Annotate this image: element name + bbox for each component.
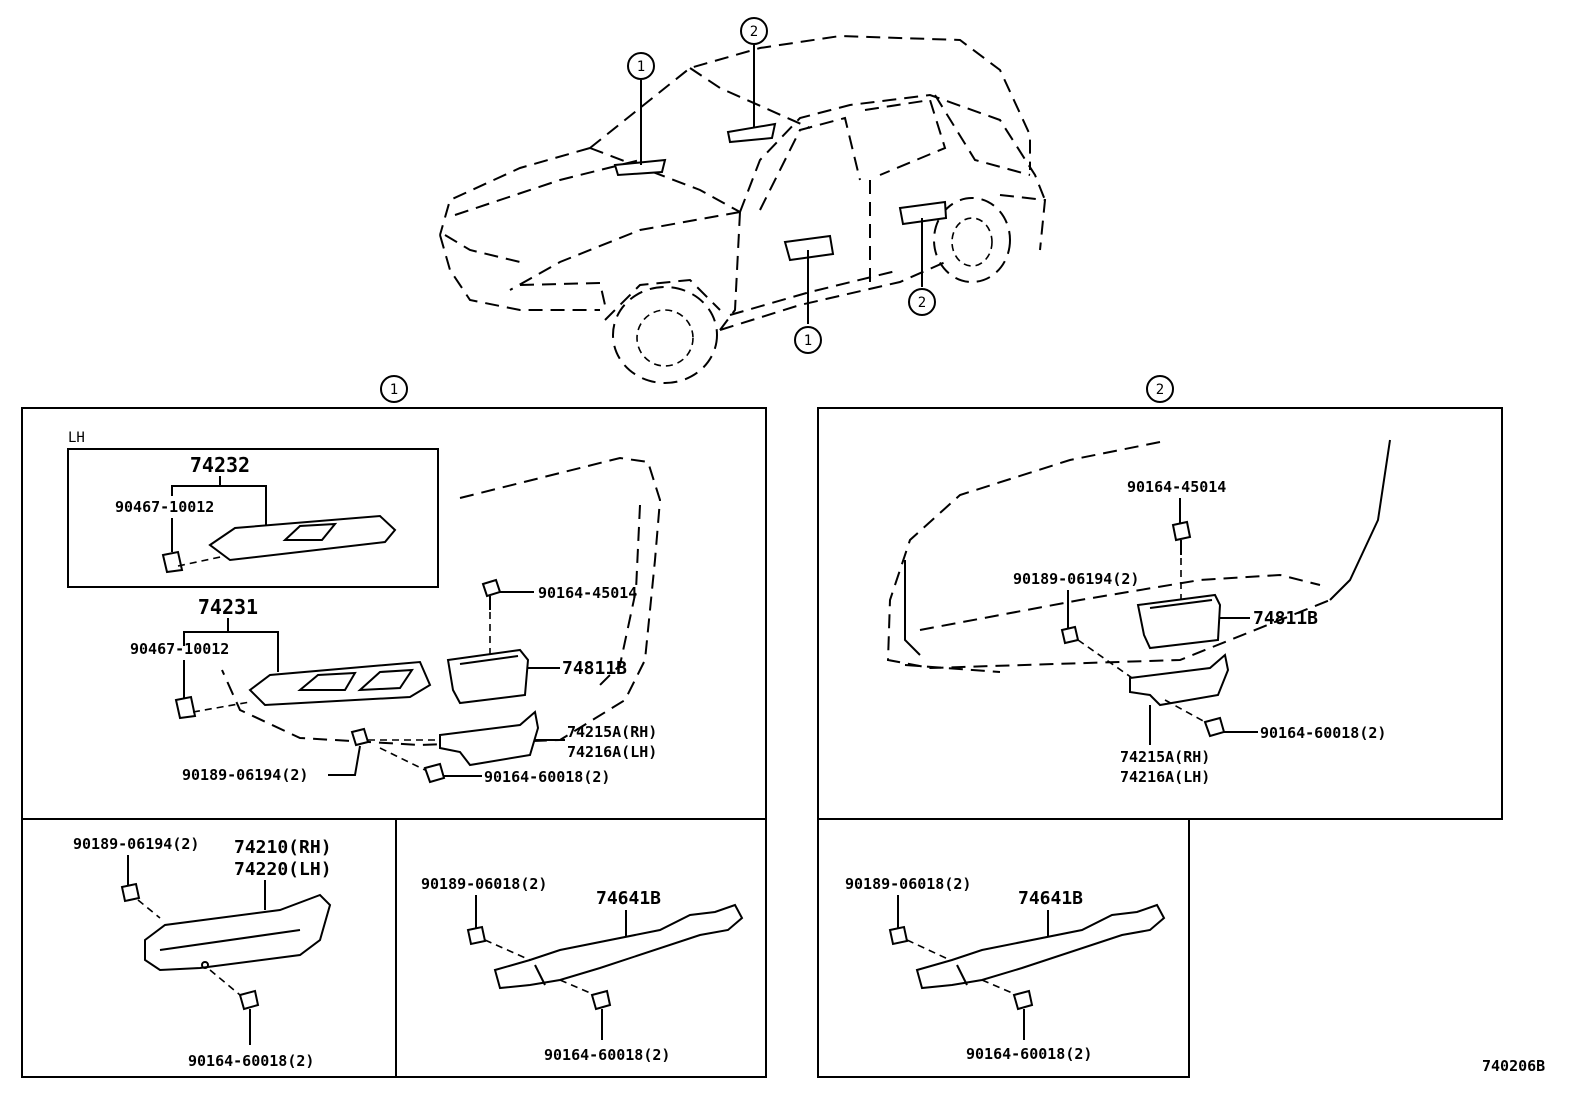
svg-text:2: 2 (1156, 382, 1164, 398)
part-74210: 74210(RH) (234, 837, 332, 858)
svg-text:1: 1 (390, 382, 398, 398)
part-74811b-p2: 74811B (1253, 608, 1318, 629)
panel-4-frame (395, 818, 767, 1078)
panel-5: 90189-06018(2) 74641B 90164-60018(2) (845, 875, 1166, 1063)
assist-grip-74210 (144, 893, 332, 972)
panel-4: 90189-06018(2) 74641B 90164-60018(2) (421, 875, 744, 1064)
part-74216a-p1: 74216A(LH) (567, 743, 657, 761)
part-74231: 74231 (198, 595, 258, 619)
panel-1: LH 74232 90467-10012 74231 90467-10012 9… (67, 430, 662, 786)
grab-handle-74641b-p4 (493, 903, 744, 990)
drawing-number: 740206B (1482, 1057, 1545, 1075)
callout-1-bottom: 1 (794, 326, 822, 354)
part-90467-10012-a: 90467-10012 (115, 498, 214, 516)
lh-inset-frame (67, 448, 439, 588)
bracket-74215a-p2 (1129, 653, 1230, 707)
part-74216a-p2: 74216A(LH) (1120, 768, 1210, 786)
svg-text:2: 2 (918, 295, 926, 311)
part-90189-06018-p4: 90189-06018(2) (421, 875, 547, 893)
car-illustration: 1 2 1 2 (439, 17, 1047, 384)
part-90189-06194-p2: 90189-06194(2) (1013, 570, 1139, 588)
inside-handle-74811b-p1 (446, 648, 530, 705)
part-90189-06194-p3: 90189-06194(2) (73, 835, 199, 853)
panel-2: 90164-45014 90189-06194(2) 74811B 74215A… (886, 439, 1391, 786)
part-74811b-p1: 74811B (562, 658, 627, 679)
part-90164-60018-p1: 90164-60018(2) (484, 768, 610, 786)
section-callout-1: 1 (380, 375, 408, 403)
part-90189-06018-p5: 90189-06018(2) (845, 875, 971, 893)
grab-handle-74641b-p5 (915, 903, 1166, 990)
panel-5-frame (817, 818, 1190, 1078)
part-90189-06194-p1: 90189-06194(2) (182, 766, 308, 784)
part-90164-60018-p2: 90164-60018(2) (1260, 724, 1386, 742)
part-90467-10012-b: 90467-10012 (130, 640, 229, 658)
svg-text:1: 1 (804, 333, 812, 349)
part-74641b-p4: 74641B (596, 888, 661, 909)
svg-text:2: 2 (750, 24, 758, 40)
section-callout-2: 2 (1146, 375, 1174, 403)
callout-2-top: 2 (740, 17, 768, 45)
panel-3: 90189-06194(2) 74210(RH) 74220(LH) 90164… (73, 835, 332, 1070)
svg-text:1: 1 (637, 59, 645, 75)
lh-label: LH (68, 430, 85, 446)
part-74232: 74232 (190, 453, 250, 477)
callout-2-bottom: 2 (908, 288, 936, 316)
part-90164-45014-p2: 90164-45014 (1127, 478, 1226, 496)
part-90164-60018-p3: 90164-60018(2) (188, 1052, 314, 1070)
part-74220: 74220(LH) (234, 859, 332, 880)
part-74215a-p1: 74215A(RH) (567, 723, 657, 741)
part-74215a-p2: 74215A(RH) (1120, 748, 1210, 766)
callout-1-top: 1 (627, 52, 655, 80)
part-90164-45014-p1: 90164-45014 (538, 584, 637, 602)
part-90164-60018-p5: 90164-60018(2) (966, 1045, 1092, 1063)
part-90164-60018-p4: 90164-60018(2) (544, 1046, 670, 1064)
inside-handle-74811b-p2 (1136, 593, 1222, 650)
part-74641b-p5: 74641B (1018, 888, 1083, 909)
bracket-74215a-p1 (439, 710, 540, 767)
